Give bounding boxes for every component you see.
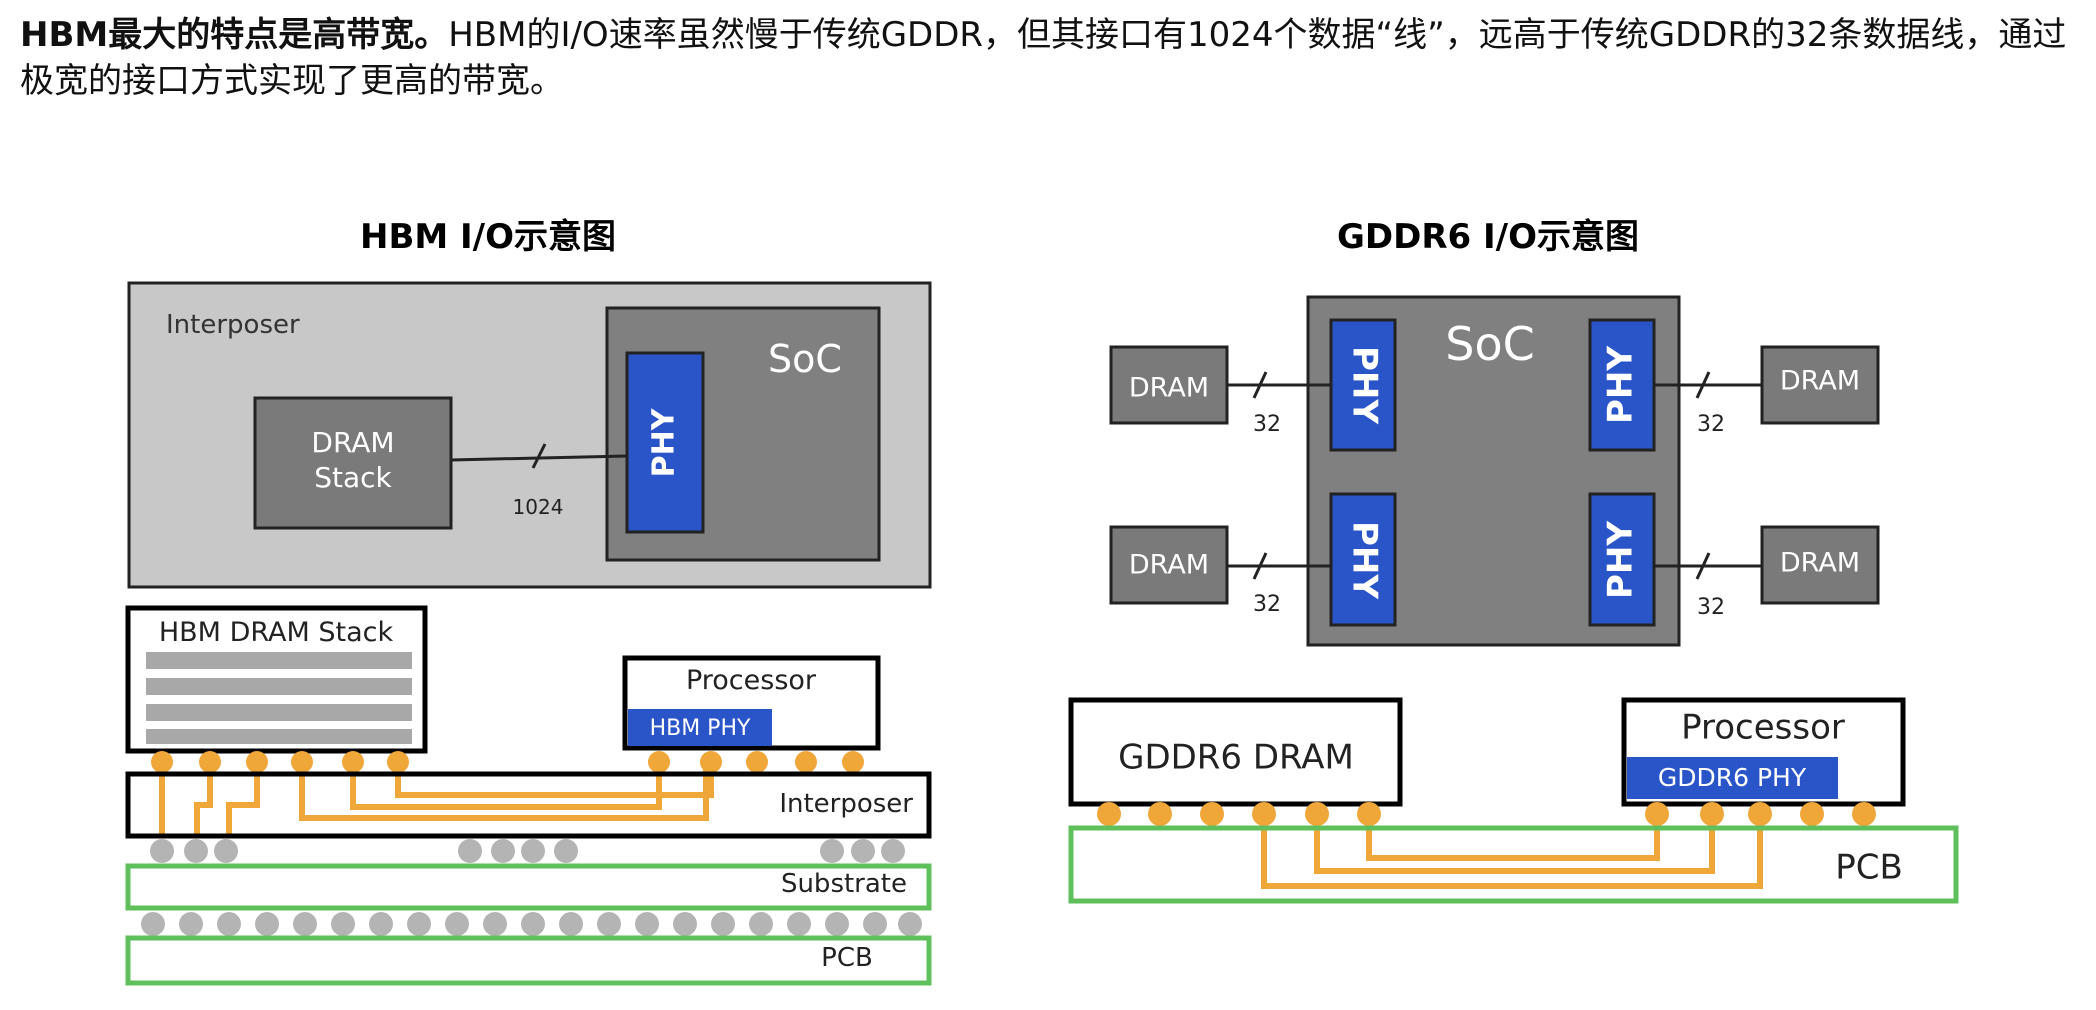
hbm-c4-bumps — [150, 839, 905, 863]
hbm-phy-label: PHY — [647, 407, 682, 477]
gddr6-solder-balls — [1097, 802, 1876, 826]
gddr6-dram-bottom-left-label: DRAM — [1129, 550, 1209, 581]
hbm-bus-width: 1024 — [513, 495, 564, 519]
hbm-bga-balls — [141, 912, 922, 936]
hbm-dram-label-line2: Stack — [314, 461, 392, 494]
gddr6-phy-bottom-left-label: PHY — [1345, 521, 1385, 599]
hbm-phy-strip — [628, 709, 772, 746]
gddr6-phy-bottom-right — [1588, 492, 1656, 627]
hbm-interposer-traces — [159, 763, 714, 836]
hbm-substrate-layer — [125, 863, 932, 911]
hbm-dram-die-1 — [146, 652, 412, 669]
hbm-processor-label: Processor — [686, 665, 817, 696]
gddr6-pcb-traces — [1261, 815, 1763, 889]
intro-bold-lead: HBM最大的特点是高带宽。 — [20, 15, 449, 55]
gddr6-phy-top-right — [1588, 318, 1656, 452]
gddr6-dram-bottom-left — [1109, 525, 1229, 605]
intro-paragraph: HBM最大的特点是高带宽。HBM的I/O速率虽然慢于传统GDDR，但其接口有10… — [20, 12, 2080, 104]
hbm-phy-strip-label: HBM PHY — [650, 716, 751, 741]
hbm-io-diagram: HBM I/O示意图 Interposer SoC PHY DRAM Stack… — [127, 217, 932, 589]
hbm-interposer-layer — [125, 771, 932, 839]
hbm-phy-block — [625, 351, 705, 534]
gddr6-bus-width-bottom-left: 32 — [1253, 592, 1281, 617]
intro-body: HBM的I/O速率虽然慢于传统GDDR，但其接口有1024个数据“线”，远高于传… — [20, 15, 2067, 101]
gddr6-dram-bottom-right-label: DRAM — [1780, 548, 1860, 579]
gddr6-phy-strip — [1627, 757, 1838, 799]
hbm-bus-slash — [531, 443, 547, 469]
hbm-pcb-label: PCB — [821, 943, 873, 973]
gddr6-cross-section: GDDR6 DRAM Processor GDDR6 PHY PCB — [1068, 697, 1959, 904]
gddr6-io-diagram: GDDR6 I/O示意图 SoC PHY PHY PHY PHY DRAM DR… — [1109, 217, 1880, 647]
hbm-diagram-title: HBM I/O示意图 — [360, 217, 616, 257]
gddr6-dram-top-left-label: DRAM — [1129, 373, 1209, 404]
gddr6-dram-top-left — [1109, 345, 1229, 425]
hbm-micro-bumps — [151, 751, 864, 773]
gddr6-pcb-layer — [1068, 825, 1959, 904]
gddr6-bus-width-top-left: 32 — [1253, 412, 1281, 437]
hbm-dram-label-line1: DRAM — [311, 426, 394, 459]
gddr6-dram-top-right — [1760, 345, 1880, 425]
gddr6-pcb-label: PCB — [1835, 848, 1903, 888]
hbm-dram-die-3 — [146, 704, 412, 721]
hbm-dram-die-4 — [146, 729, 412, 744]
hbm-interposer-layer-label: Interposer — [779, 789, 913, 819]
gddr6-bus-width-bottom-right: 32 — [1697, 595, 1725, 620]
gddr6-dram-bottom-right — [1760, 525, 1880, 605]
hbm-cross-section: HBM DRAM Stack Processor HBM PHY — [125, 605, 932, 986]
hbm-dram-stack-block — [253, 396, 453, 530]
gddr6-phy-strip-label: GDDR6 PHY — [1658, 763, 1807, 792]
gddr6-dram-package-label: GDDR6 DRAM — [1118, 738, 1354, 778]
gddr6-diagram-title: GDDR6 I/O示意图 — [1337, 217, 1639, 257]
gddr6-bus-lines — [1227, 371, 1762, 580]
gddr6-dram-top-right-label: DRAM — [1780, 366, 1860, 397]
hbm-dram-die-2 — [146, 678, 412, 695]
gddr6-dram-package — [1068, 697, 1403, 807]
gddr6-phy-top-right-label: PHY — [1601, 346, 1641, 424]
hbm-soc-label: SoC — [768, 337, 842, 381]
gddr6-phy-bottom-right-label: PHY — [1601, 521, 1641, 599]
gddr6-bus-width-top-right: 32 — [1697, 412, 1725, 437]
hbm-pcb-layer — [125, 935, 932, 986]
hbm-substrate-label: Substrate — [781, 869, 907, 899]
gddr6-soc-label: SoC — [1445, 317, 1534, 371]
gddr6-phy-top-left-label: PHY — [1345, 346, 1385, 424]
hbm-dram-stack-label: HBM DRAM Stack — [159, 617, 394, 648]
gddr6-processor-label: Processor — [1681, 708, 1845, 748]
gddr6-phy-bottom-left — [1329, 492, 1397, 627]
hbm-interposer-label: Interposer — [166, 310, 300, 340]
